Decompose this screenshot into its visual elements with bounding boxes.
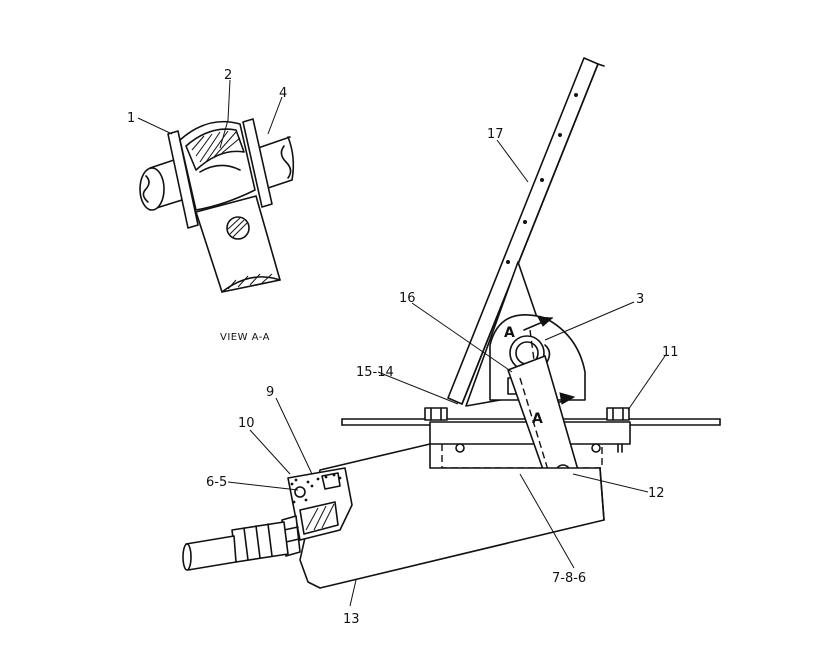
section-mark-bottom: A [532,411,543,427]
callout-16: 16 [399,291,416,306]
lower-housing [299,443,605,589]
callout-15-14: 15-14 [356,365,394,380]
cut-end-hatch [227,273,273,290]
rod-end-assembly [182,467,353,571]
callout-10: 10 [238,416,255,431]
callout-9: 9 [266,385,274,400]
callout-3: 3 [636,292,644,307]
callout-6-5: 6-5 [206,475,227,490]
view-a-a-detail [139,118,295,293]
section-mark-top: A [504,325,515,341]
callout-1: 1 [127,111,135,126]
callout-2: 2 [224,68,232,83]
view-label: VIEW A-A [220,332,270,343]
rod-end-stipple [290,473,342,504]
callout-17: 17 [487,127,504,142]
leader-lines [137,79,666,607]
callout-12: 12 [648,486,665,501]
callout-4: 4 [279,86,287,101]
callout-13: 13 [343,612,360,627]
callout-7-8-6: 7-8-6 [552,571,586,586]
bushing-hatch [191,130,241,163]
callout-11: 11 [662,345,679,360]
pin-hatch [227,217,248,238]
